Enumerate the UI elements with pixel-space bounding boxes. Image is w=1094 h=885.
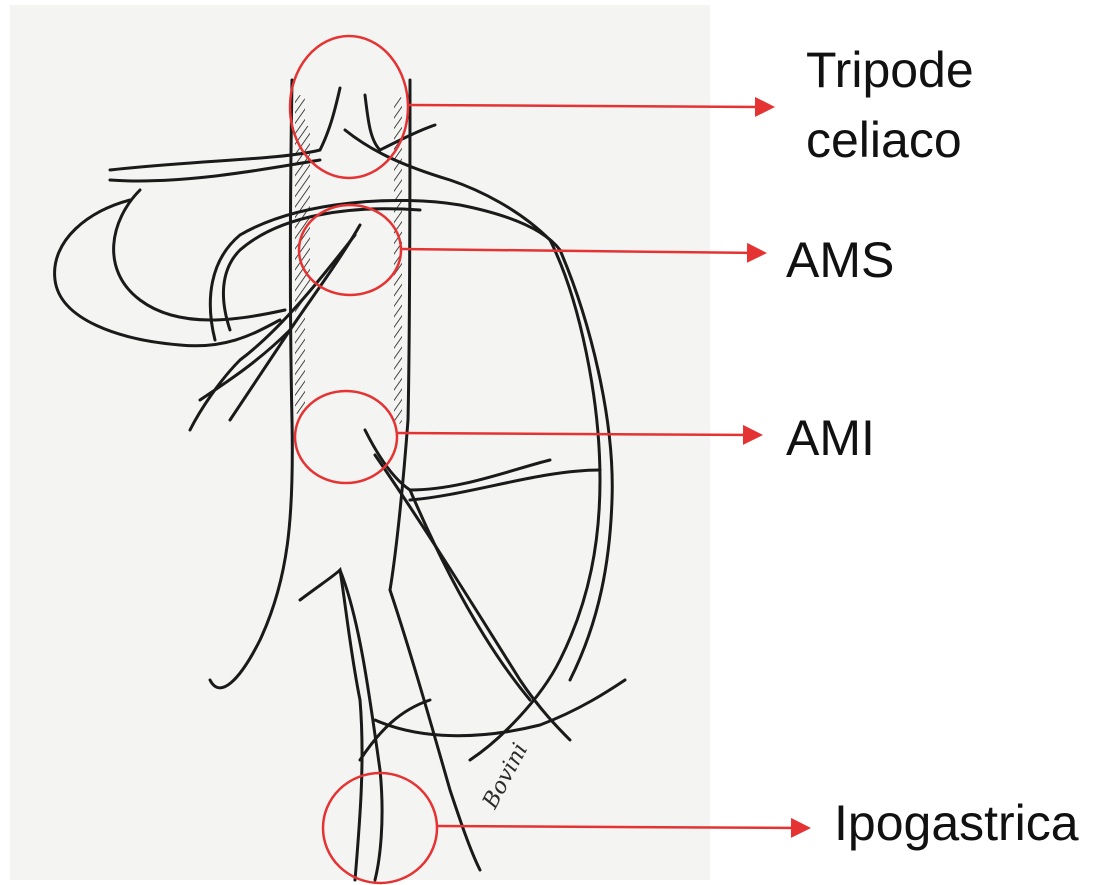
label-celiac-trunk-line1: Tripode [806,40,974,100]
paper-scan [10,5,710,880]
label-superior-mesenteric: AMS [786,230,894,290]
label-hypogastric: Ipogastrica [834,793,1079,853]
label-celiac-trunk-line2: celiaco [806,110,962,170]
label-inferior-mesenteric: AMI [786,408,875,468]
